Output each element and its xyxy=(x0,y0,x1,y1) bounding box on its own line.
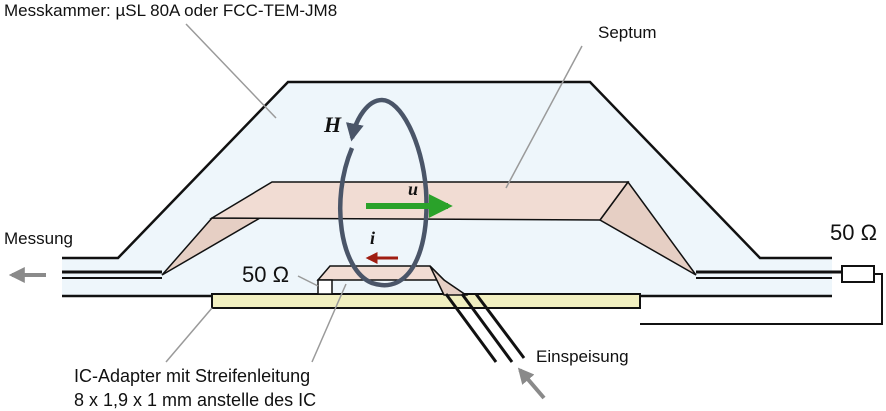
feed-coax-inner xyxy=(460,293,514,363)
load-resistor-right xyxy=(841,265,875,283)
adapter-label-line1: IC-Adapter mit Streifenleitung xyxy=(74,366,310,386)
stripline-conductor xyxy=(316,265,446,281)
voltage-u-label: u xyxy=(408,179,418,199)
load-right-label: 50 Ω xyxy=(830,220,877,245)
field-h-label: H xyxy=(323,112,342,137)
einspeisung-label: Einspeisung xyxy=(536,347,629,366)
feed-line-taper xyxy=(429,265,469,296)
septum-pointer xyxy=(505,45,583,189)
load-adapter-pointer xyxy=(297,275,319,287)
current-i-label: i xyxy=(370,228,375,248)
magnetic-field-loop xyxy=(337,97,429,288)
septum-top xyxy=(209,181,630,221)
chamber-outline xyxy=(62,80,832,260)
feed-coax-pin xyxy=(474,293,526,359)
septum-label: Septum xyxy=(598,23,657,42)
load-adapter-label: 50 Ω xyxy=(242,262,289,287)
load-ground-wire xyxy=(640,273,883,325)
adapter-label-line2: 8 x 1,9 x 1 mm anstelle des IC xyxy=(74,390,316,410)
chamber-pointer xyxy=(185,23,277,119)
ic-adapter-pcb xyxy=(211,293,641,309)
chamber-label: Messkammer: µSL 80A oder FCC-TEM-JM8 xyxy=(4,1,337,20)
adapter-pointer-pcb xyxy=(165,307,213,363)
feed-coax-outer xyxy=(444,293,498,363)
load-resistor-adapter xyxy=(317,279,333,295)
messung-label: Messung xyxy=(4,229,73,248)
adapter-pointer-stripline xyxy=(311,283,347,363)
einspeisung-arrow xyxy=(517,367,546,400)
